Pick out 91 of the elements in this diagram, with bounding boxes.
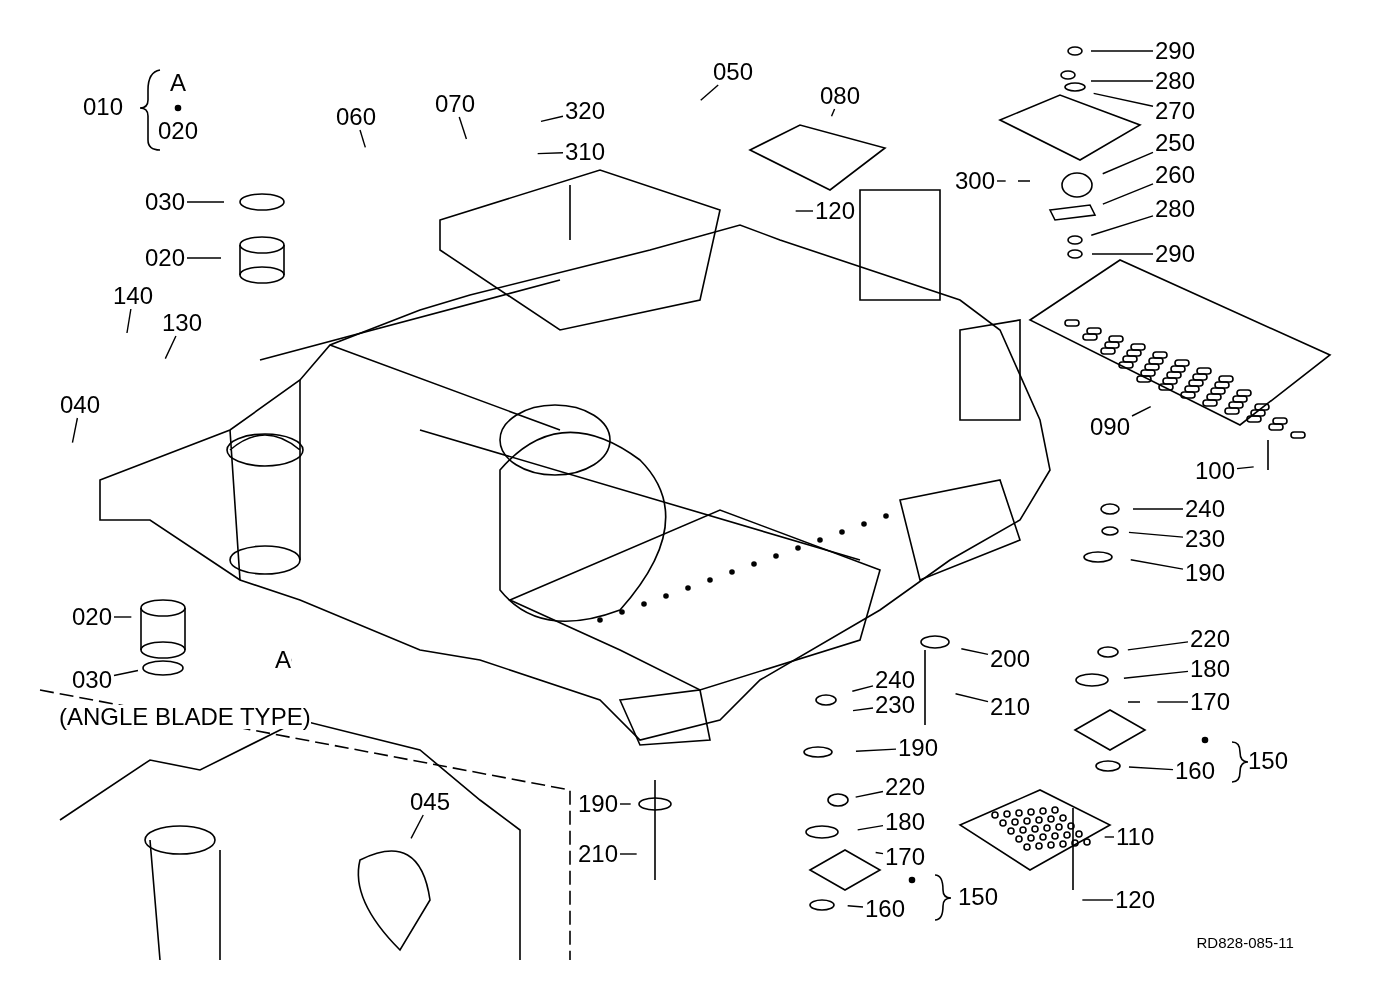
callout-number: 020 [70, 604, 115, 630]
leader-line [359, 129, 367, 149]
leader-line [794, 210, 814, 212]
leader-line [1102, 151, 1154, 175]
leader-line [1156, 701, 1189, 703]
callout-number: 200 [988, 646, 1033, 672]
callout-number: 230 [873, 692, 918, 718]
leader-line [164, 335, 177, 360]
callout-number: 120 [1113, 887, 1158, 913]
callout-number: 280 [1153, 196, 1198, 222]
part-label: (ANGLE BLADE TYPE) [59, 705, 311, 729]
leader-line [619, 853, 638, 855]
leader-line [830, 108, 836, 118]
callout-number: 130 [160, 310, 205, 336]
leader-line [536, 152, 564, 155]
leader-line [1236, 466, 1255, 470]
callout-number: 290 [1153, 38, 1198, 64]
leader-line [1090, 80, 1154, 82]
leader-line [851, 685, 874, 692]
callout-number: 060 [334, 104, 379, 130]
leader-line [874, 851, 884, 855]
leader-line [1103, 836, 1115, 838]
leader-line [852, 707, 874, 712]
leader-line [1081, 899, 1114, 901]
leader-line [846, 904, 864, 908]
callout-number: 210 [576, 841, 621, 867]
callout-number: 160 [1173, 758, 1218, 784]
callout-number: 260 [1153, 162, 1198, 188]
callout-number: 220 [1188, 626, 1233, 652]
leader-line [458, 116, 468, 140]
callout-number: 110 [1114, 824, 1157, 850]
callout-number: 180 [1188, 656, 1233, 682]
leader-line [1102, 183, 1154, 205]
leader-line [619, 803, 632, 805]
callout-number: 190 [576, 791, 621, 817]
leader-line [113, 616, 133, 618]
callout-number: 210 [988, 694, 1033, 720]
leader-line [71, 417, 79, 444]
callout-number: 160 [863, 896, 908, 922]
callout-number: 320 [563, 98, 608, 124]
leader-line [1091, 253, 1154, 255]
leader-line [854, 790, 884, 798]
leader-line [856, 824, 884, 831]
callout-number: 240 [1183, 496, 1228, 522]
callout-number: 080 [818, 83, 863, 109]
callout-number: 020 [143, 245, 188, 271]
callout-number: 190 [896, 735, 941, 761]
leader-line [540, 115, 564, 123]
callout-number: 100 [1193, 458, 1238, 484]
leader-line [1128, 766, 1174, 771]
leader-line [186, 201, 225, 203]
callout-number: 240 [873, 667, 918, 693]
callout-number: 170 [883, 844, 928, 870]
leader-line [996, 180, 1007, 182]
leader-line [1123, 670, 1189, 679]
leader-line [1130, 559, 1184, 570]
callout-number: 230 [1183, 526, 1228, 552]
leader-line [113, 669, 139, 677]
callout-number: 280 [1153, 68, 1198, 94]
callout-number: 070 [433, 91, 478, 117]
callout-number: 310 [563, 139, 608, 165]
leader-line [186, 257, 222, 259]
leader-line [1131, 405, 1152, 417]
callout-number: 220 [883, 774, 928, 800]
leader-line [855, 748, 897, 752]
leader-line [410, 814, 424, 840]
callout-number: 170 [1188, 689, 1233, 715]
leader-line [1128, 531, 1184, 538]
leader-line [1092, 92, 1154, 107]
callout-number: 050 [711, 59, 756, 85]
leader-line [1090, 215, 1154, 236]
leader-line [1132, 508, 1184, 510]
leader-line [954, 693, 989, 703]
callout-number: 140 [111, 283, 156, 309]
callout-number: 290 [1153, 241, 1198, 267]
callout-number: 180 [883, 809, 928, 835]
callout-number: 030 [70, 667, 115, 693]
callout-number: 300 [953, 168, 998, 194]
leader-line [700, 84, 719, 102]
callout-number: 045 [408, 789, 453, 815]
callout-number: 190 [1183, 560, 1228, 586]
callout-number: 030 [143, 189, 188, 215]
callout-number: 270 [1153, 98, 1198, 124]
callout-number: 250 [1153, 130, 1198, 156]
callout-number: 040 [58, 392, 103, 418]
leader-line [1090, 50, 1154, 52]
leader-line [960, 648, 989, 656]
callout-number: 120 [813, 198, 858, 224]
leader-line [1127, 641, 1189, 651]
callout-number: 090 [1088, 414, 1133, 440]
leader-line [126, 308, 132, 334]
